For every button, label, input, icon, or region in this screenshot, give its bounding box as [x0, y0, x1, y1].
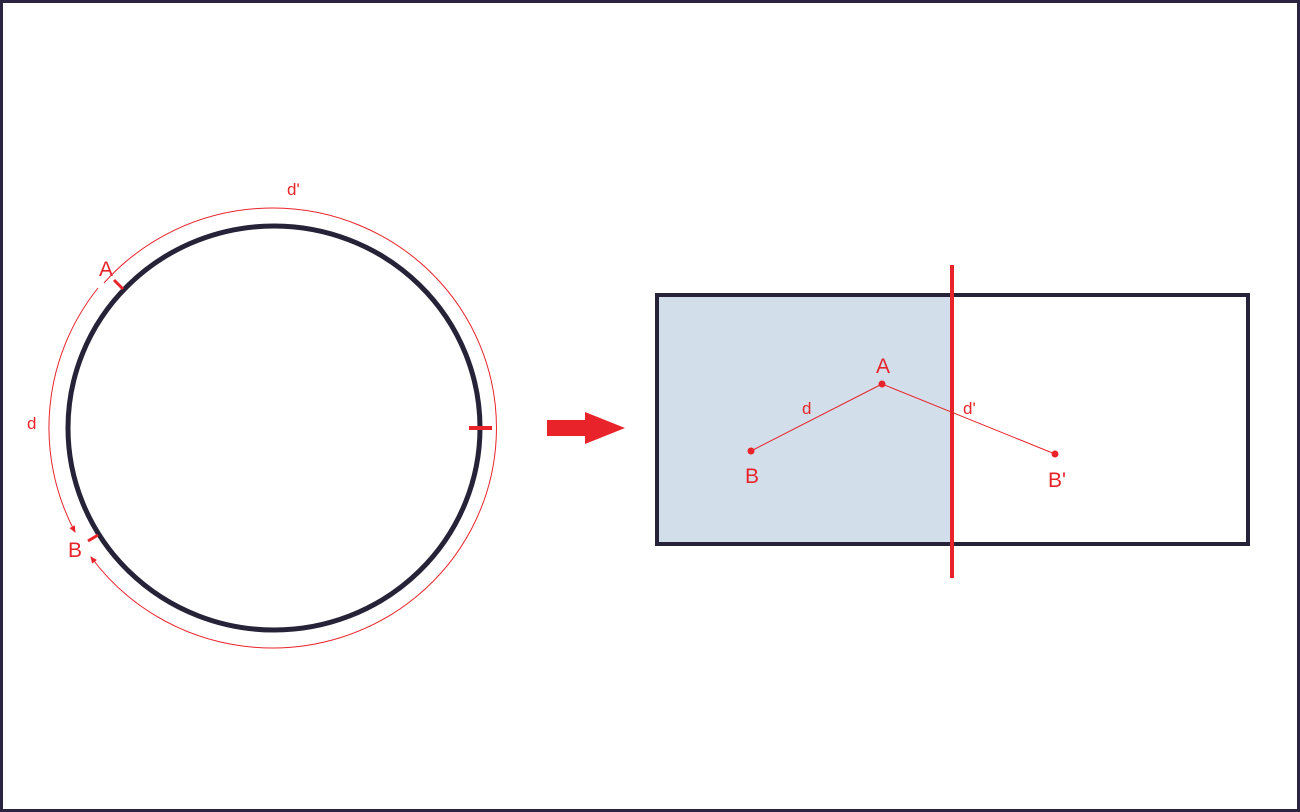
- rectangle-figure: A B B' d d': [655, 265, 1250, 578]
- segment-a-b-prime: [881, 383, 1056, 455]
- rect-point-b-label: B: [745, 465, 759, 488]
- shaded-region: [657, 295, 952, 544]
- point-b-prime: [1051, 450, 1059, 458]
- point-a: [878, 380, 886, 388]
- circle-point-b-label: B: [68, 539, 82, 562]
- segment-a-b: [750, 383, 883, 452]
- circle-figure: d' d A B: [27, 180, 497, 649]
- segment-label-d-prime: d': [963, 399, 976, 418]
- arc-d: [48, 287, 99, 533]
- transform-arrow-icon: [547, 412, 625, 444]
- tick-mark-a: [112, 278, 125, 291]
- tick-mark-b: [87, 533, 99, 543]
- arc-label-d: d: [27, 414, 36, 433]
- arc-d-prime: [90, 207, 497, 649]
- point-b: [747, 447, 755, 455]
- rect-point-a-label: A: [876, 355, 890, 378]
- rect-point-b-prime-label: B': [1048, 469, 1066, 492]
- segment-label-d: d: [802, 399, 811, 418]
- circle-point-a-label: A: [99, 258, 113, 281]
- arc-label-d-prime: d': [287, 180, 300, 199]
